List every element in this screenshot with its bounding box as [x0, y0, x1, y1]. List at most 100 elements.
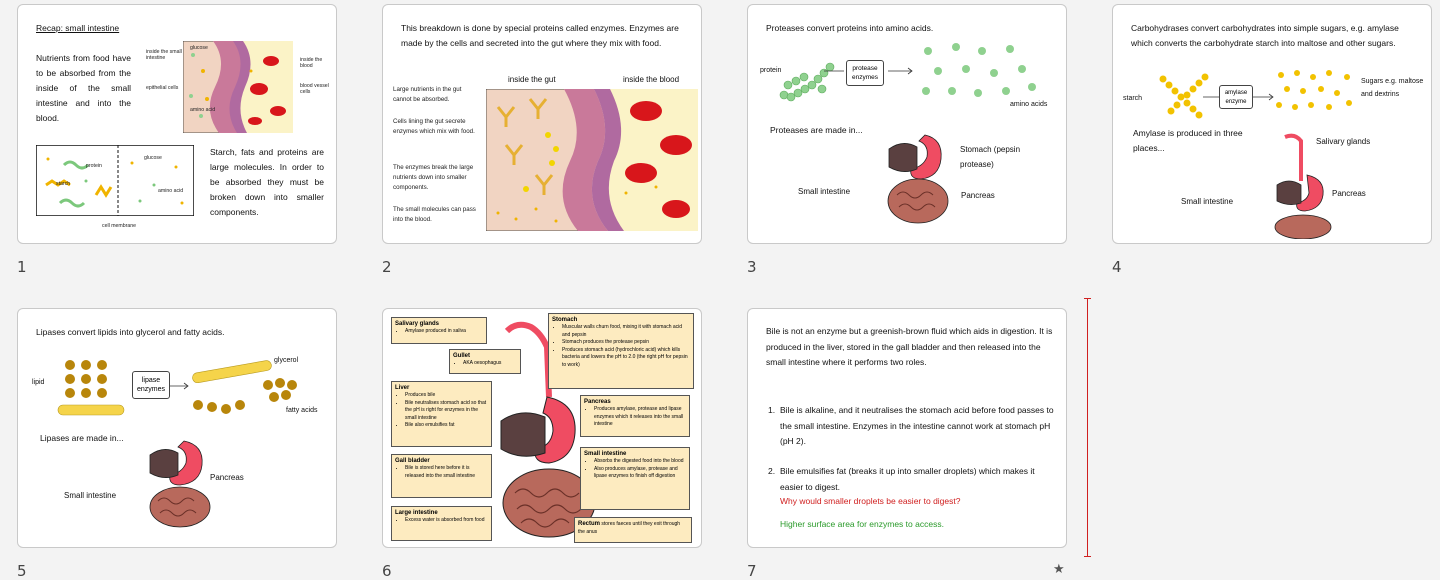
question-text: Why would smaller droplets be easier to … [780, 496, 961, 506]
box-heading: Gullet [453, 353, 471, 359]
protease-enzymes-box: protease enzymes [846, 60, 884, 86]
label-starch: starch [1123, 95, 1143, 102]
box-item: AKA oesophagus [463, 360, 517, 368]
label-lipid: lipid [32, 379, 45, 386]
made-in-text: Proteases are made in... [770, 125, 863, 135]
large-intestine-box: Large intestine Excess water is absorbed… [391, 506, 492, 541]
slide-text: This breakdown is done by special protei… [401, 23, 679, 48]
box-item: Absorbs the digested food into the blood [594, 458, 686, 466]
gall-bladder-box: Gall bladder Bile is stored here before … [391, 454, 492, 498]
pancreas-box: Pancreas Produces amylase, protease and … [580, 395, 690, 437]
box-heading: Stomach [552, 317, 578, 323]
label-small-intestine: Small intestine [64, 491, 117, 500]
box-item: stores faeces until they exit through th… [578, 521, 681, 535]
amino-acid-dots [922, 43, 1036, 97]
label-fatty-acids: fatty acids [286, 407, 318, 414]
made-in-text: Lipases are made in... [40, 433, 124, 443]
label-amino: amino acid [190, 107, 216, 113]
amylase-enzyme-box: amylase enzyme [1219, 85, 1253, 109]
gut-wall-diagram [486, 89, 698, 231]
box-item: Produces stomach acid (hydrochloric acid… [562, 347, 690, 370]
label-protein: protein [760, 67, 782, 74]
slide-6-thumbnail[interactable]: Salivary glands Amylase produced in sali… [382, 308, 702, 548]
slide-text: Nutrients from food have to be absorbed … [36, 53, 131, 123]
sugar-dots [1276, 70, 1352, 110]
slide-4-thumbnail[interactable]: Carbohydrases convert carbohydrates into… [1112, 4, 1432, 244]
slide-5-thumbnail[interactable]: Lipases convert lipids into glycerol and… [17, 308, 337, 548]
intestine-diagram [183, 41, 293, 133]
slide-title: Recap: small intestine [36, 23, 120, 33]
lipase-enzymes-box: lipase enzymes [132, 371, 170, 399]
answer-text: Higher surface area for enzymes to acces… [780, 519, 944, 529]
bile-role-1: Bile is alkaline, and it neutralises the… [780, 405, 1054, 446]
box-item: Stomach produces the protease pepsin [562, 339, 690, 347]
slide-text: Carbohydrases convert carbohydrates into… [1131, 23, 1399, 48]
glycerol-fatty-acids [192, 360, 297, 414]
gullet-box: Gullet AKA oesophagus [449, 349, 521, 374]
starch-chain [1159, 73, 1209, 119]
slide-7-thumbnail[interactable]: Bile is not an enzyme but a greenish-bro… [747, 308, 1067, 548]
box-item: Bile neutralises stomach acid so that th… [405, 400, 488, 423]
label-membrane: cell membrane [102, 223, 137, 229]
bile-role-1-num: 1. [768, 405, 776, 415]
label-amino-2: amino acid [158, 188, 184, 194]
label-starch: starch [56, 181, 71, 187]
label-inside-gut: inside the gut [508, 75, 556, 84]
bile-intro: Bile is not an enzyme but a greenish-bro… [766, 326, 1053, 367]
enzyme-step-2: Cells lining the gut secrete enzymes whi… [393, 118, 475, 135]
label-protein: protein [86, 163, 102, 169]
slide-text: Lipases convert lipids into glycerol and… [36, 327, 225, 337]
label-vessel: blood vessel cells [300, 83, 329, 95]
box-heading: Pancreas [584, 399, 611, 405]
box-heading: Rectum [578, 521, 601, 527]
insertion-cursor-bottom [1084, 556, 1091, 557]
slide-2-thumbnail[interactable]: This breakdown is done by special protei… [382, 4, 702, 244]
insertion-cursor [1087, 298, 1088, 556]
box-item: Produces amylase, protease and lipase en… [594, 406, 686, 429]
label-pancreas: Pancreas [961, 191, 995, 200]
amylase-produced-text: Amylase is produced in three places... [1133, 128, 1243, 153]
lipid-molecule [57, 360, 125, 416]
box-item: Also produces amylase, protease and lipa… [594, 466, 686, 481]
liver-box: Liver Produces bile Bile neutralises sto… [391, 381, 492, 447]
box-heading: Small intestine [584, 451, 627, 457]
digestive-system-icon [149, 440, 211, 528]
label-glycerol: glycerol [274, 357, 299, 364]
label-small-intestine: Small intestine [1181, 197, 1234, 206]
salivary-glands-box: Salivary glands Amylase produced in sali… [391, 317, 487, 344]
slide-number: 3 [747, 258, 757, 276]
arrow [170, 382, 189, 390]
slide-text-2: Starch, fats and proteins are large mole… [210, 147, 324, 217]
slide-text: Proteases convert proteins into amino ac… [766, 23, 934, 33]
box-item: Excess water is absorbed from food [405, 517, 488, 525]
absorption-diagram [36, 145, 194, 216]
box-item: Bile is stored here before it is release… [405, 465, 488, 480]
enzyme-step-4: The small molecules can pass into the bl… [393, 206, 476, 223]
label-inside-blood: inside the blood [623, 75, 680, 84]
animation-star-icon[interactable]: ★ [1053, 561, 1065, 576]
label-inside-blood: inside the blood [300, 57, 323, 69]
arrows [1203, 93, 1274, 101]
label-small-intestine: Small intestine [798, 187, 851, 196]
slide-1-thumbnail[interactable]: Recap: small intestine Nutrients from fo… [17, 4, 337, 244]
enzyme-step-3: The enzymes break the large nutrients do… [393, 164, 474, 191]
box-item: Bile also emulsifies fat [405, 422, 488, 430]
box-heading: Gall bladder [395, 458, 430, 464]
label-pancreas: Pancreas [1332, 189, 1366, 198]
bile-role-2-num: 2. [768, 466, 776, 476]
label-inside-si: inside the small intestine [146, 49, 182, 61]
box-heading: Large intestine [395, 510, 438, 516]
label-amino-acids: amino acids [1010, 101, 1048, 108]
slide-number: 4 [1112, 258, 1122, 276]
label-pancreas: Pancreas [210, 473, 244, 482]
digestive-system-large [500, 321, 596, 538]
enzyme-step-1: Large nutrients in the gut cannot be abs… [393, 86, 462, 103]
slide-3-thumbnail[interactable]: Proteases convert proteins into amino ac… [747, 4, 1067, 244]
bile-role-2: Bile emulsifies fat (breaks it up into s… [780, 466, 1035, 492]
box-heading: Liver [395, 385, 410, 391]
slide-number: 7 [747, 562, 757, 580]
slide-number: 1 [17, 258, 27, 276]
protein-chain [779, 62, 835, 102]
small-intestine-box: Small intestine Absorbs the digested foo… [580, 447, 690, 510]
insertion-cursor-top [1084, 298, 1091, 299]
